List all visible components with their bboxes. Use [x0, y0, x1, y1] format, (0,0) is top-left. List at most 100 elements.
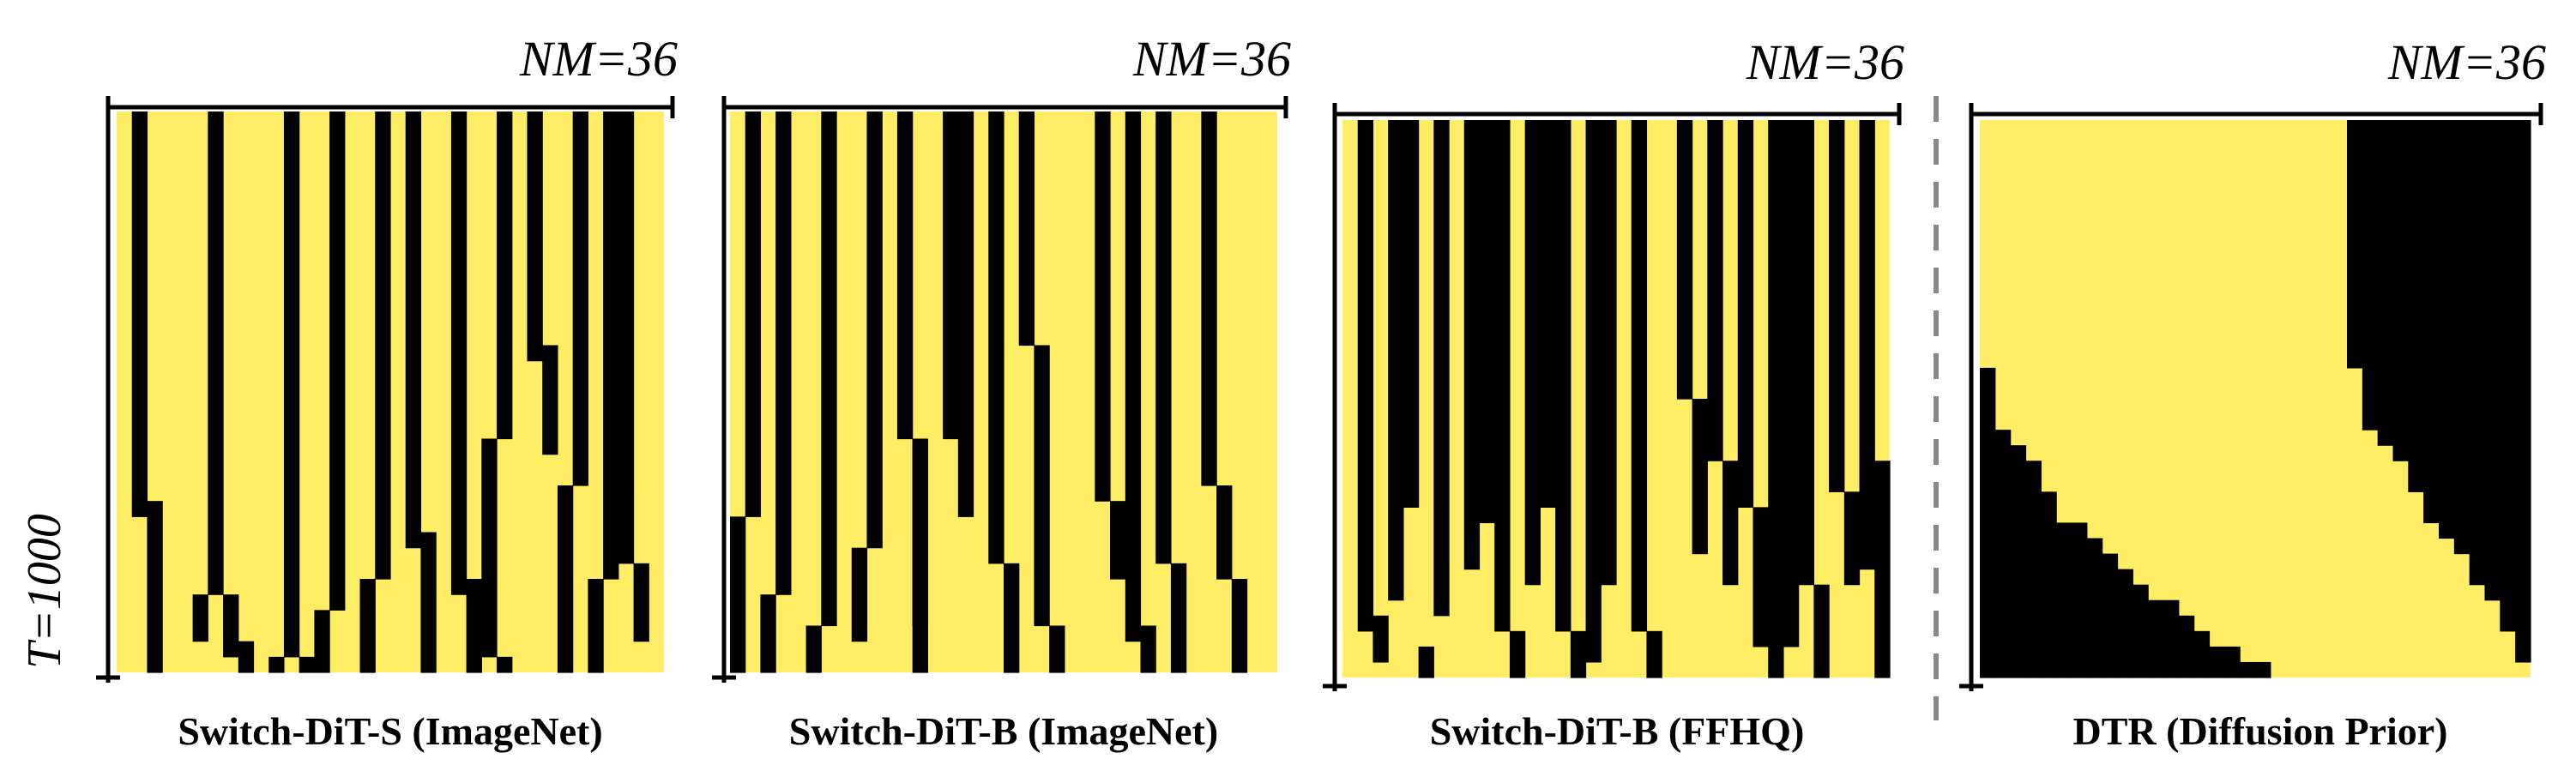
inactive-cell-run	[572, 111, 588, 486]
y-axis-label: T=1000	[18, 514, 71, 669]
inactive-cell-run	[2515, 120, 2531, 663]
inactive-cell-run	[2056, 522, 2072, 678]
inactive-cell-run	[2423, 120, 2440, 524]
inactive-cell-run	[2178, 615, 2195, 678]
inactive-cell-run	[2117, 569, 2133, 678]
inactive-cell-run	[1170, 563, 1187, 673]
inactive-cell-run	[1216, 485, 1233, 580]
inactive-cell-run	[1859, 120, 1875, 570]
inactive-cell-run	[988, 111, 1004, 564]
inactive-cell-run	[2133, 584, 2149, 678]
inactive-cell-run	[1125, 111, 1142, 642]
inactive-cell-run	[329, 111, 346, 611]
inactive-cell-run	[896, 111, 914, 440]
inactive-cell-run	[1829, 120, 1845, 492]
inactive-cell-run	[760, 594, 776, 673]
corner-label: NM=36	[2387, 34, 2546, 90]
inactive-cell-run	[268, 656, 285, 673]
inactive-cell-run	[1980, 367, 1996, 678]
corner-label: NM=36	[1132, 31, 1291, 87]
inactive-cell-run	[1388, 120, 1404, 601]
inactive-cell-run	[2439, 120, 2455, 539]
inactive-cell-run	[1155, 111, 1172, 564]
axis-frame	[1959, 103, 2543, 691]
inactive-cell-run	[1753, 507, 1769, 648]
inactive-cell-run	[588, 579, 604, 673]
inactive-cell-run	[283, 111, 300, 658]
inactive-cell-run	[1737, 120, 1754, 508]
inactive-cell-run	[1692, 399, 1708, 555]
inactive-cell-run	[1357, 120, 1374, 632]
inactive-cell-run	[1676, 120, 1693, 400]
inactive-cell-run	[1813, 584, 1830, 678]
inactive-cell-run	[2392, 120, 2409, 461]
panel-switch-dit-s-imagenet: NM=36 Switch-DiT-S (ImageNet)	[96, 31, 678, 753]
inactive-cell-run	[1418, 646, 1434, 678]
inactive-cell-run	[405, 111, 422, 549]
inactive-cell-run	[866, 111, 883, 549]
inactive-cell-run	[1601, 120, 1617, 586]
inactive-cell-run	[2010, 445, 2027, 678]
inactive-cell-run	[1049, 625, 1065, 673]
panel-switch-dit-b-imagenet: NM=36 Switch-DiT-B (ImageNet)	[712, 31, 1291, 753]
inactive-cell-run	[805, 625, 822, 673]
inactive-cell-run	[2086, 538, 2103, 678]
inactive-cell-run	[466, 579, 482, 673]
corner-label: NM=36	[1746, 34, 1904, 90]
heatmap-switch-dit-b-ffhq	[1342, 120, 1891, 678]
inactive-cell-run	[497, 111, 513, 440]
inactive-cell-run	[1140, 625, 1156, 673]
inactive-cell-run	[2102, 553, 2119, 678]
inactive-cell-run	[775, 111, 792, 595]
inactive-cell-run	[147, 501, 163, 673]
corner-label: NM=36	[519, 31, 678, 87]
inactive-cell-run	[1540, 120, 1556, 508]
inactive-cell-run	[527, 111, 543, 362]
inactive-cell-run	[1494, 120, 1511, 632]
inactive-cell-run	[314, 610, 330, 673]
inactive-cell-run	[1433, 120, 1450, 617]
inactive-cell-run	[1646, 630, 1662, 678]
inactive-cell-run	[2193, 630, 2211, 678]
inactive-cell-run	[1631, 120, 1648, 632]
inactive-cell-run	[450, 111, 468, 595]
inactive-cell-run	[1707, 120, 1723, 461]
heatmap-switch-dit-b-imagenet	[730, 111, 1277, 673]
inactive-cell-run	[1403, 120, 1420, 508]
inactive-cell-run	[2362, 120, 2379, 431]
inactive-cell-run	[1783, 120, 1800, 648]
inactive-cell-run	[1994, 430, 2012, 678]
inactive-cell-run	[1570, 630, 1587, 678]
inactive-cell-run	[1524, 120, 1541, 586]
inactive-cell-run	[2453, 120, 2470, 555]
inactive-cell-run	[2377, 120, 2394, 446]
inactive-cell-run	[223, 594, 239, 658]
inactive-cell-run	[1004, 563, 1020, 673]
inactive-cell-run	[618, 485, 635, 564]
inactive-cell-run	[2072, 522, 2088, 678]
inactive-cell-run	[1722, 461, 1739, 586]
inactive-cell-run	[1231, 579, 1248, 673]
inactive-cell-run	[851, 547, 868, 642]
inactive-cell-run	[912, 438, 928, 673]
inactive-cell-run	[1798, 120, 1814, 586]
inactive-cell-run	[481, 438, 498, 658]
axis-frame	[712, 96, 1288, 683]
inactive-cell-run	[542, 345, 558, 455]
axis-frame	[96, 96, 675, 683]
inactive-cell-run	[1768, 120, 1784, 601]
inactive-cell-run	[131, 111, 148, 517]
panel-title: DTR (Diffusion Prior)	[2073, 709, 2448, 753]
panel-title: Switch-DiT-B (ImageNet)	[789, 709, 1218, 753]
inactive-cell-run	[957, 111, 974, 517]
inactive-cell-run	[497, 656, 513, 673]
inactive-cell-run	[2240, 661, 2256, 678]
inactive-cell-run	[633, 563, 649, 642]
inactive-cell-run	[2209, 646, 2225, 678]
inactive-cell-run	[1034, 345, 1050, 627]
inactive-cell-run	[1555, 120, 1572, 632]
inactive-cell-run	[1585, 120, 1602, 663]
inactive-cell-run	[2163, 599, 2180, 678]
inactive-cell-run	[359, 579, 376, 673]
inactive-cell-run	[375, 111, 391, 580]
